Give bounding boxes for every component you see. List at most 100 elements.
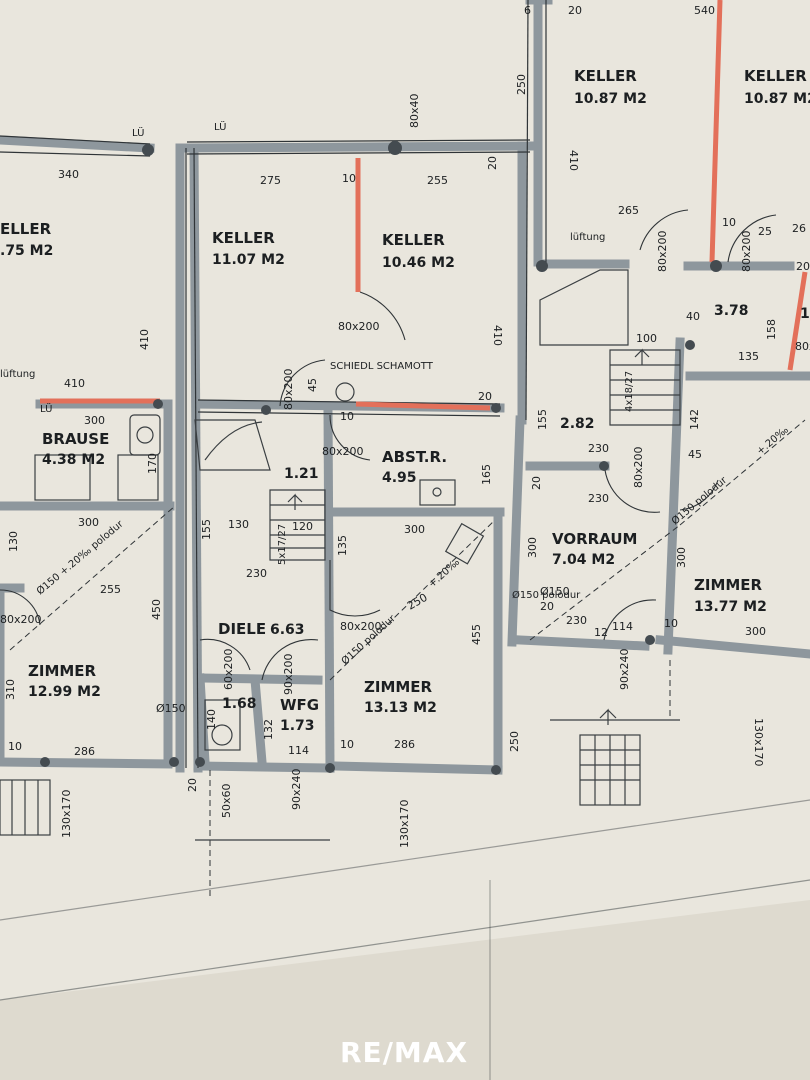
paper-fold-line [0,879,810,1001]
dimension-d26: 26 [792,222,806,235]
dimension-d140: 140 [205,709,218,730]
room-name-abstr: ABST.R. [382,448,447,466]
dimension-d300f: 300 [675,547,688,568]
dimension-d255b: 255 [100,583,121,596]
dimension-d300c: 300 [404,523,425,536]
room-area-zimmer-left: 12.99 M2 [28,684,101,700]
room-area-keller-mid-2: 10.46 M2 [382,255,455,271]
dimension-d155a: 155 [536,409,549,430]
dimension-d130x170b: 130x170 [398,799,411,848]
columns [40,141,722,775]
dimension-d45b: 45 [688,448,702,461]
label-lue-1: LÜ [132,126,144,139]
dimension-d10b: 10 [722,216,736,229]
paper-fold-shadow [0,900,810,1080]
dimension-d80x200c: 80x200 [338,320,380,333]
dimension-d130x170c: 130x170 [60,789,73,838]
stair-right [539,269,681,426]
dimension-d20e: 20 [186,778,199,792]
dimension-d20f: 20 [540,600,554,613]
dimension-d250: 250 [515,74,528,95]
room-name-keller-left: ELLER [0,220,52,238]
dimension-d80x200g: 80x200 [0,613,42,626]
dimension-d132: 132 [262,719,275,740]
drain-lines [9,419,806,900]
room-name-zimmer-right: ZIMMER [694,576,763,594]
dimension-d135a: 135 [738,350,759,363]
dimension-d410c: 410 [491,325,504,346]
dimension-d286b: 286 [394,738,415,751]
room-area-wfg: 1.73 [280,718,315,734]
dimension-d410a: 410 [567,150,580,171]
dimension-d80x200b: 80x200 [740,230,753,272]
dimension-d455: 455 [470,624,483,645]
doors [0,209,777,681]
room-name-wfg: WFG [280,696,319,714]
label-lueftung-2: lüftung [0,369,35,380]
dimension-d60x200: 60x200 [222,648,235,690]
dimension-d90x200: 90x200 [282,653,295,695]
dimension-d310: 310 [4,679,17,700]
dimension-d6: 6 [524,4,531,17]
dimension-d540: 540 [694,4,715,17]
dimension-labels: 6 20 540 250 410 80x40 340 275 10 255 20… [0,4,810,848]
dimension-d450: 450 [150,599,163,620]
room-name-zimmer-left: ZIMMER [28,662,97,680]
dimension-d20b: 20 [486,156,499,170]
red-partitions [40,0,808,411]
dimension-d230c: 230 [246,567,267,580]
room-area-diele: 6.63 [270,622,305,638]
dimension-d200: 200 [796,260,810,273]
room-name-brause: BRAUSE [42,430,109,448]
label-polodur-5: +.20‰ [755,425,791,458]
dimension-d230d: 230 [566,614,587,627]
dimension-d286a: 286 [74,745,95,758]
dimension-d255: 255 [427,174,448,187]
dimension-d100: 100 [636,332,657,345]
room-name-keller-mid-2: KELLER [382,231,445,249]
dimension-d80x200i: 80x200 [795,340,810,353]
dimension-d300b: 300 [78,516,99,529]
entry-steps [0,708,641,836]
dimension-d135b: 135 [336,535,349,556]
dimension-d300e: 300 [745,625,766,638]
dimension-d114b: 114 [288,744,309,757]
label-lueftung-1: lüftung [570,232,605,243]
label-lue-3: LÜ [40,402,52,415]
fixtures [34,382,485,751]
room-area-zimmer-right: 13.77 M2 [694,599,767,615]
dimension-d10d: 10 [8,740,22,753]
dimension-d158: 158 [765,319,778,340]
dimension-d150b: Ø150 [156,702,186,715]
label-steps-1: 5x17/27 [277,524,288,565]
dimension-d50x60: 50x60 [220,783,233,818]
dimension-d10c: 10 [664,617,678,630]
dimension-d230a: 230 [588,442,609,455]
dimension-d80x200e: 80x200 [632,446,645,488]
dimension-d410b: 410 [138,329,151,350]
label-steps-2: 4x18/27 [624,371,635,412]
dimension-d114a: 114 [612,620,633,633]
label-small-1: 1.68 [222,696,257,712]
dimension-d80x200f: 80x200 [322,445,364,458]
dimension-d275: 275 [260,174,281,187]
label-polodur-6: Ø150 polodur [512,589,581,601]
stair-left [194,419,326,561]
dimension-d45a: 45 [306,378,319,392]
dimension-d340: 340 [58,168,79,181]
dimension-d10e: 10 [340,738,354,751]
dimension-d80x200d: 80x200 [282,368,295,410]
dimension-d250b: 250 [405,591,430,613]
room-name-diele: DIELE [218,620,266,638]
dimension-d130b: 130 [228,518,249,531]
dimension-d265: 265 [618,204,639,217]
label-stair-1: 1.21 [284,466,319,482]
dimension-d20a: 20 [568,4,582,17]
room-area-keller-top-1: 10.87 M2 [574,91,647,107]
label-polodur-3: +.20‰ [427,557,462,590]
dimension-d130a: 130 [7,531,20,552]
room-name-keller-top-1: KELLER [574,67,637,85]
dimension-d90x240b: 90x240 [290,768,303,810]
dimension-d10f: 10 [340,410,354,423]
label-small-3: 1 [800,306,810,322]
